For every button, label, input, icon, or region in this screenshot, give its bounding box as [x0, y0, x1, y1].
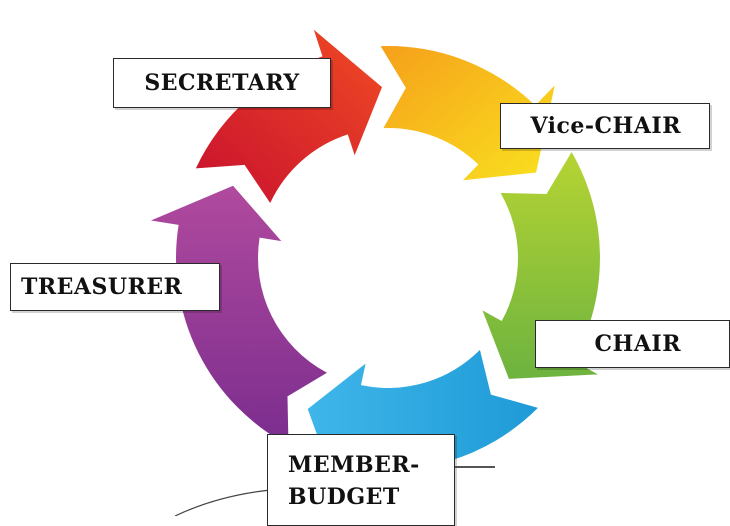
secretary-label: SECRETARY [113, 58, 331, 108]
secretary-text: SECRETARY [144, 70, 300, 96]
member-budget-text-line1: MEMBER- [288, 452, 420, 478]
secretary-arrow [195, 29, 383, 204]
vice-chair-text: Vice-CHAIR [530, 113, 681, 139]
chair-text: CHAIR [594, 331, 681, 357]
member-budget-text-line2: BUDGET [288, 484, 400, 510]
treasurer-label: TREASURER [10, 263, 220, 311]
treasurer-arrow [150, 185, 327, 446]
treasurer-text: TREASURER [21, 274, 183, 300]
member-budget-label: MEMBER- BUDGET [267, 434, 455, 526]
divider-line [455, 466, 495, 468]
chair-label: CHAIR [535, 320, 730, 368]
vice-chair-label: Vice-CHAIR [500, 103, 710, 149]
